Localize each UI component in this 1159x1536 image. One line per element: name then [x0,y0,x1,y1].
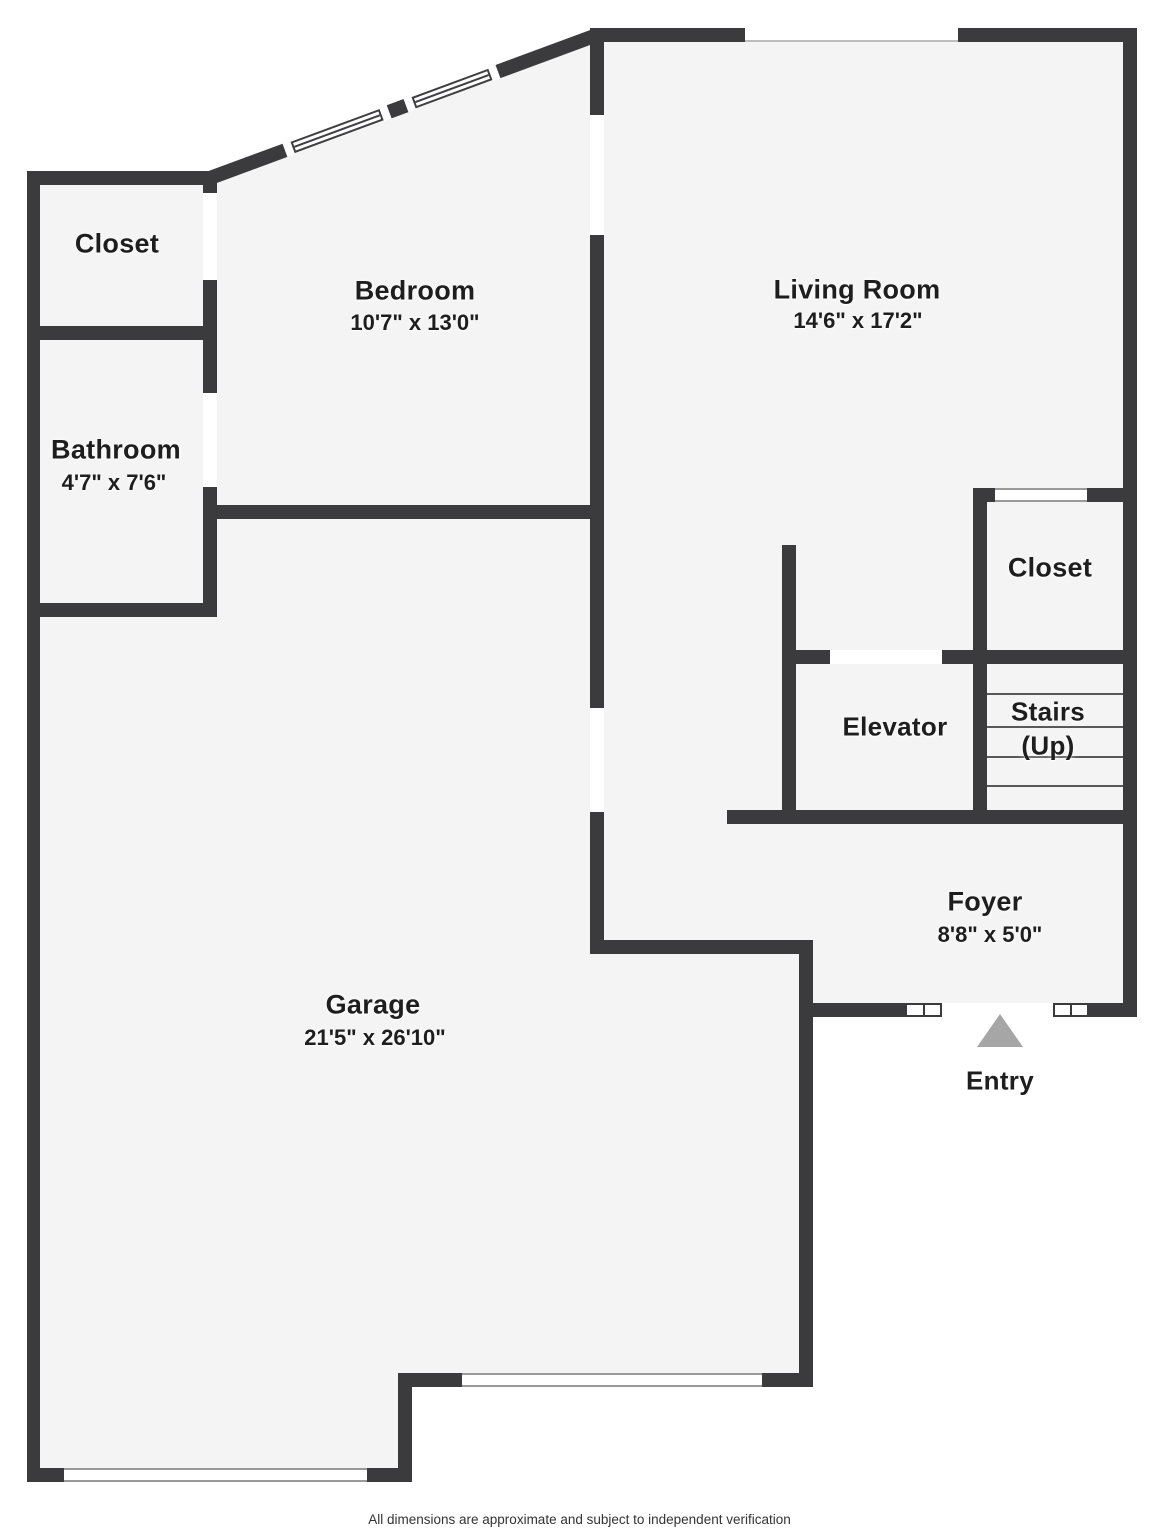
wall-bathroom-south [27,603,217,617]
wall-closet-bathroom-divider [27,326,217,340]
label-living-room-dims: 14'6" x 17'2" [793,308,923,333]
wall-elevator-west [782,545,796,824]
label-closet-right: Closet [1007,552,1093,583]
floor-garage-left [40,519,398,1468]
label-living-room: Living Room [773,274,941,305]
door-opening-garage-hall [590,708,604,812]
label-stairs: Stairs [1010,696,1086,727]
wall-foyer-west-garage-east [799,940,813,1387]
door-opening-bathroom [203,393,217,487]
stair-tread [987,726,1123,728]
wall-elevator-stairs-south [727,810,1137,824]
label-bedroom: Bedroom [354,275,476,306]
wall-outer-east [1123,28,1137,1017]
label-bathroom-dims: 4'7" x 7'6" [61,470,167,495]
window-garage-south [64,1468,367,1482]
floor-closet-upper [40,185,203,326]
window-foyer-right [1053,1003,1089,1017]
label-garage-dims: 21'5" x 26'10" [304,1025,446,1050]
label-bathroom: Bathroom [51,434,181,465]
floor-garage-mid [398,519,590,1373]
garage-door-opening [462,1373,762,1387]
window-closet-right [995,488,1087,502]
label-closet-upper: Closet [74,228,160,259]
wall-closet-right-south-stairs-north [973,650,1137,664]
window-living-north [745,28,958,42]
door-opening-elevator [830,650,942,664]
label-entry: Entry [966,1065,1034,1096]
door-opening-closet-upper [203,193,217,280]
label-bedroom-dims: 10'7" x 13'0" [350,310,480,335]
wall-bedroom-south [203,505,601,519]
label-foyer-dims: 8'8" x 5'0" [937,922,1043,947]
wall-garage-step [398,1373,412,1482]
wall-closet-upper-north [27,171,217,185]
label-stairs-direction: (Up) [1021,730,1075,761]
floor-living-hall-foyer [597,42,1123,1003]
floor-garage-right [590,954,799,1373]
stair-tread [987,756,1123,758]
door-opening-bedroom [590,115,604,235]
label-garage: Garage [325,989,421,1020]
label-foyer: Foyer [947,886,1023,917]
disclaimer-text: All dimensions are approximate and subje… [368,1512,791,1527]
stair-tread [987,785,1123,787]
stair-tread [987,693,1123,695]
wall-outer-west [27,171,40,1482]
label-elevator: Elevator [842,711,948,742]
entry-door-opening [942,1003,1053,1017]
window-foyer-left [905,1003,942,1017]
entry-arrow-icon [977,1014,1023,1047]
wall-garage-north [590,940,813,954]
